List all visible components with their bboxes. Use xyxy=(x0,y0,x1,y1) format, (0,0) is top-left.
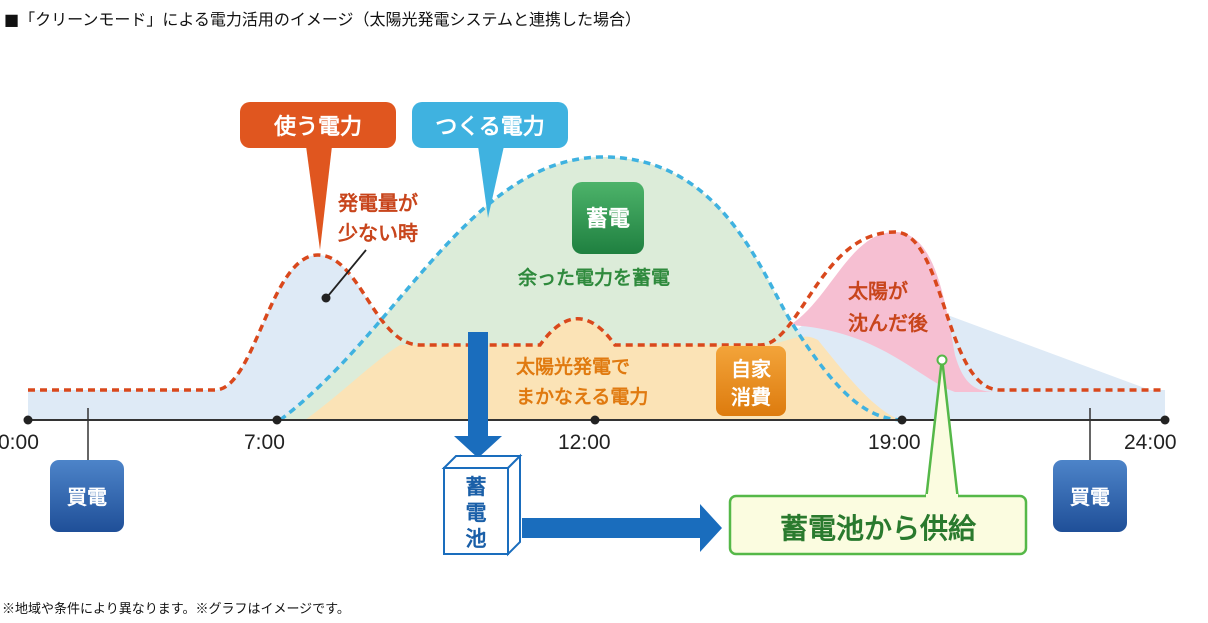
buy-badge-right: 買電 xyxy=(1053,460,1127,532)
low-gen-pointer-dot xyxy=(321,293,331,303)
tick-7: 7:00 xyxy=(244,431,285,454)
make-power-line xyxy=(278,155,906,422)
tick-0: 0:00 xyxy=(0,431,39,454)
supply-callout: 蓄電池から供給 xyxy=(728,356,1028,556)
battery-box: 蓄 電 池 xyxy=(441,453,523,557)
low-gen-pointer xyxy=(327,249,367,297)
self-line2: 消費 xyxy=(731,385,771,409)
sunset-line1: 太陽が xyxy=(848,279,908,303)
supply-arrow xyxy=(522,504,722,552)
solar-line2: まかなえる電力 xyxy=(516,385,648,408)
tick-19: 19:00 xyxy=(868,431,921,454)
storage-badge: 蓄電 xyxy=(572,182,644,254)
charge-arrow xyxy=(454,332,502,458)
tick-12: 12:00 xyxy=(558,431,611,454)
low-gen-line1: 発電量が xyxy=(337,191,418,215)
use-power-label: 使う電力 xyxy=(273,115,362,140)
use-power-line xyxy=(28,230,1165,392)
supply-label: 蓄電池から供給 xyxy=(780,512,977,545)
make-power-callout: つくる電力 xyxy=(412,102,568,218)
supply-pointer-dot xyxy=(936,354,948,366)
make-power-label: つくる電力 xyxy=(435,115,545,140)
solar-line1: 太陽光発電で xyxy=(516,355,630,378)
storage-badge-label: 蓄電 xyxy=(586,207,630,232)
sunset-area xyxy=(790,232,1000,392)
axis-dot-12 xyxy=(590,415,600,425)
low-gen-line2: 少ない時 xyxy=(337,221,418,245)
buy-badge-left: 買電 xyxy=(50,460,124,532)
axis-dot-24 xyxy=(1160,415,1170,425)
use-power-callout: 使う電力 xyxy=(240,102,396,250)
page-title: ■「クリーンモード」による電力活用のイメージ（太陽光発電システムと連携した場合） xyxy=(4,10,642,29)
tick-24: 24:00 xyxy=(1124,431,1177,454)
self-consumption-badge: 自家 消費 xyxy=(716,346,786,416)
sunset-line2: 沈んだ後 xyxy=(848,311,929,335)
surplus-text: 余った電力を蓄電 xyxy=(517,266,670,289)
axis-dot-0 xyxy=(23,415,33,425)
self-line1: 自家 xyxy=(731,357,772,381)
buy-left-label: 買電 xyxy=(67,485,107,509)
battery-char-2: 電 xyxy=(466,501,487,525)
battery-char-1: 蓄 xyxy=(466,475,487,499)
battery-char-3: 池 xyxy=(466,527,487,551)
axis-dot-19 xyxy=(897,415,907,425)
axis-dot-7 xyxy=(272,415,282,425)
footnote: ※地域や条件により異なります。※グラフはイメージです。 xyxy=(2,602,350,617)
buy-right-label: 買電 xyxy=(1070,485,1110,509)
